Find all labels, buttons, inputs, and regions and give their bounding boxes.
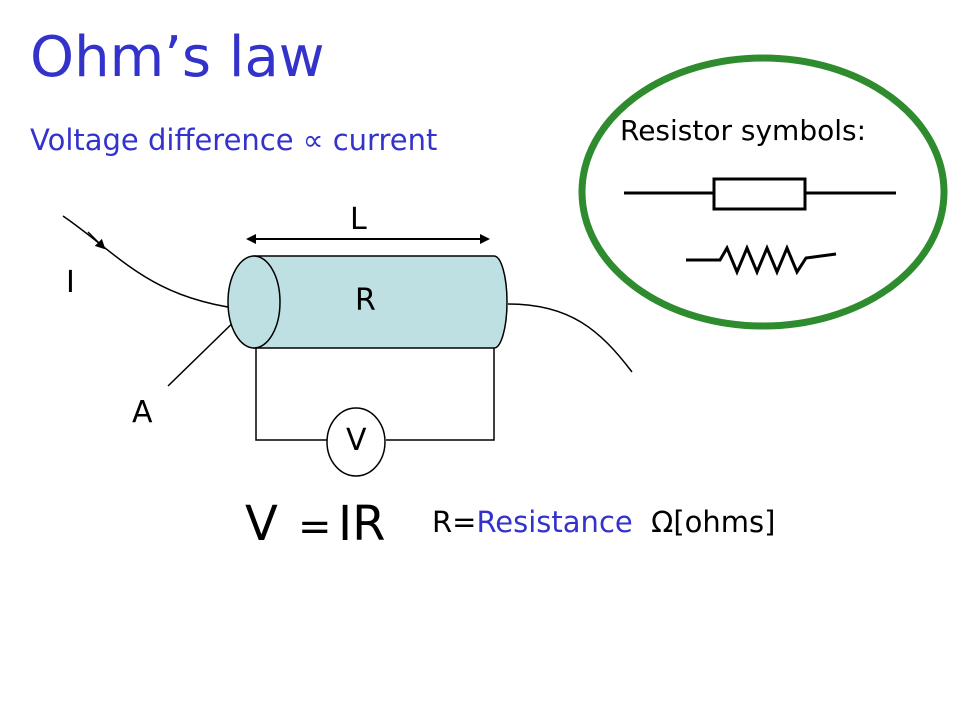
definition-symbol: R= (432, 505, 477, 539)
label-area: A (132, 395, 153, 430)
definition-unit: Ω[ohms] (651, 505, 776, 539)
box-resistor-icon (712, 177, 807, 211)
label-resistance: R (355, 283, 376, 318)
voltmeter-wire-left (255, 348, 327, 441)
slide-subtitle: Voltage difference ∝ current (30, 123, 438, 157)
label-voltmeter: V (346, 423, 367, 458)
label-length: L (350, 202, 367, 237)
label-current: I (66, 265, 75, 300)
conductor-face (227, 255, 281, 349)
resistor-symbols-title: Resistor symbols: (620, 114, 867, 147)
incoming-wire (62, 215, 251, 311)
resistor-symbols-ellipse (578, 54, 948, 330)
definition-term: Resistance (476, 505, 633, 539)
equation-rhs: IR (338, 496, 386, 552)
current-arrow-icon (87, 231, 106, 250)
voltmeter-icon (326, 407, 386, 477)
voltmeter-wire-right (386, 348, 495, 441)
outgoing-wire (507, 303, 633, 373)
conductor-cylinder (253, 255, 508, 349)
zigzag-resistor-icon (686, 244, 837, 276)
equation-operator: = (298, 504, 332, 550)
equation-lhs: V (245, 496, 278, 552)
resistance-definition: R=Resistance Ω[ohms] (432, 508, 775, 537)
slide-title: Ohm’s law (30, 25, 325, 90)
